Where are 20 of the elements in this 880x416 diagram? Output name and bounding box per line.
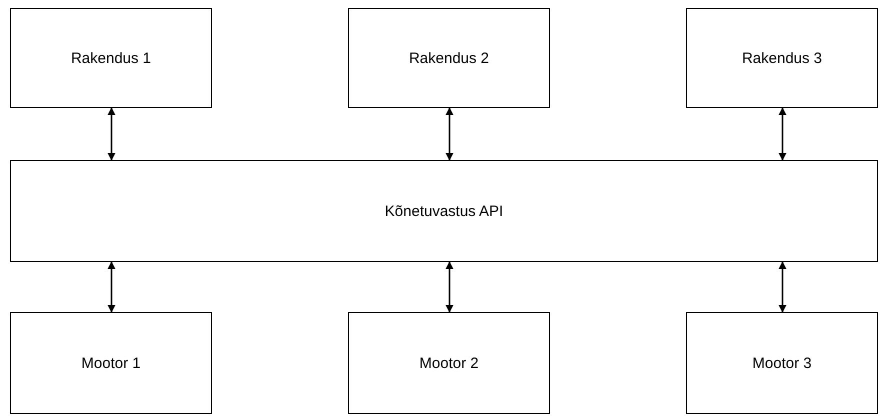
- box-label: Rakendus 2: [408, 50, 490, 66]
- double-arrow: [108, 261, 116, 313]
- double-arrow: [778, 261, 786, 313]
- process-box: [348, 312, 550, 414]
- process-box: [10, 160, 878, 262]
- box-label: Rakendus 3: [742, 50, 822, 66]
- process-box: [10, 8, 212, 108]
- double-arrow: [778, 107, 786, 161]
- box-label: Mootor 3: [752, 354, 812, 372]
- box-label: Mootor 1: [81, 354, 141, 372]
- process-box: [686, 312, 878, 414]
- process-box: [10, 312, 212, 414]
- double-arrow: [108, 107, 116, 161]
- process-box: [686, 8, 878, 108]
- box-label: Rakendus 1: [70, 50, 152, 66]
- double-arrow: [446, 107, 454, 161]
- process-box: [348, 8, 550, 108]
- box-label: Kõnetuvastus API: [384, 202, 504, 220]
- box-label: Mootor 2: [419, 354, 479, 372]
- double-arrow: [446, 261, 454, 313]
